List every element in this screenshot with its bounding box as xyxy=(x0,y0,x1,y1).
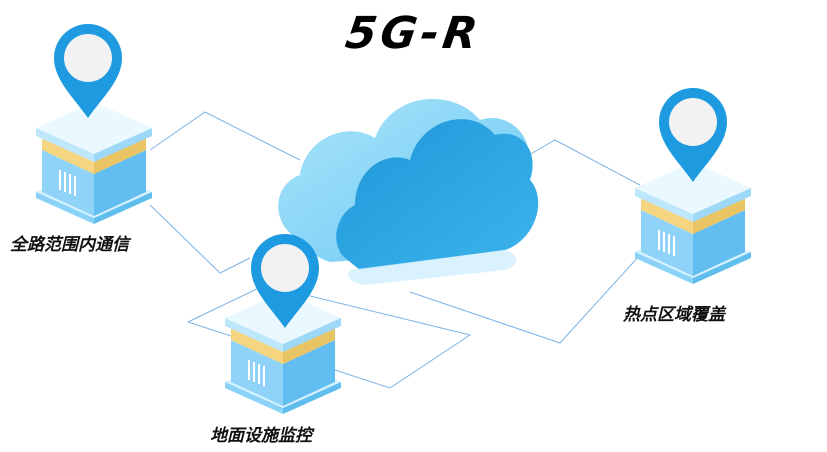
node-right xyxy=(634,88,752,285)
server-icon xyxy=(35,101,153,225)
diagram-title: 5G-R xyxy=(342,8,485,59)
cloud-icon xyxy=(278,98,539,285)
node-right-label: 热点区域覆盖 xyxy=(623,305,725,325)
link-left-to-center xyxy=(149,204,251,274)
node-center xyxy=(224,234,342,415)
link-left-to-cloud xyxy=(149,111,301,161)
link-right-to-bottom xyxy=(409,254,641,344)
connection-lines xyxy=(149,111,641,389)
node-center-label: 地面设施监控 xyxy=(210,426,312,446)
link-cloud-to-right xyxy=(519,139,641,186)
location-pin-icon xyxy=(659,88,727,182)
node-left-label: 全路范围内通信 xyxy=(10,235,129,255)
